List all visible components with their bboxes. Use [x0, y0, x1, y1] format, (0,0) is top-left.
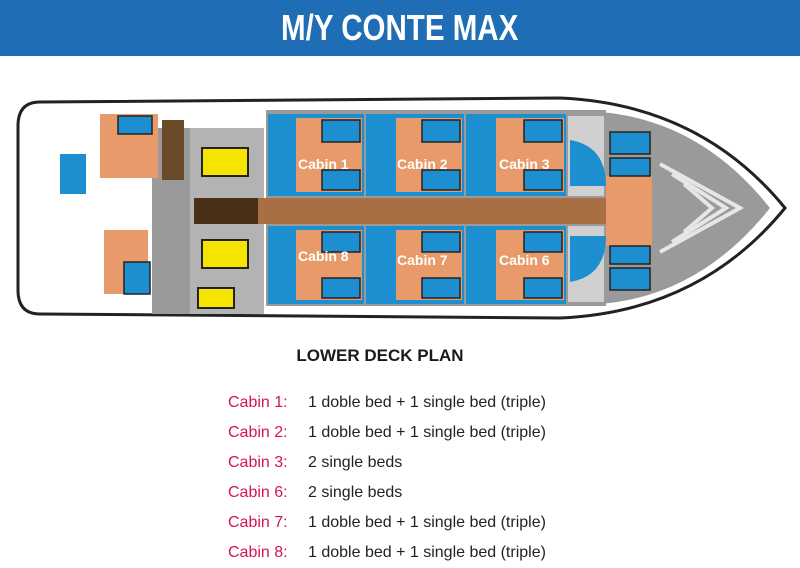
cabin-label-3: Cabin 3: [499, 156, 550, 172]
forward-bed-bottom: [609, 267, 651, 291]
cabin-label-7: Cabin 7: [397, 252, 448, 268]
bow-chevrons: [659, 162, 745, 254]
forward-bed-top: [609, 131, 651, 155]
legend-cabin-desc: 1 doble bed + 1 single bed (triple): [308, 424, 546, 441]
page-title: M/Y CONTE MAX: [281, 7, 519, 48]
legend-row: Cabin 3: 2 single beds: [228, 448, 546, 478]
legend-cabin-desc: 2 single beds: [308, 484, 403, 501]
cabin-label-6: Cabin 6: [499, 252, 550, 268]
cabins-top: [268, 114, 604, 196]
cabin-label-8: Cabin 8: [298, 248, 349, 264]
legend-row: Cabin 8: 1 doble bed + 1 single bed (tri…: [228, 538, 546, 568]
legend-cabin-desc: 2 single beds: [308, 454, 403, 471]
forward-bed-low: [609, 245, 651, 265]
hatch-1: [201, 147, 249, 177]
legend-cabin-name: Cabin 3:: [228, 454, 288, 471]
forward-bath-bottom: [570, 236, 606, 282]
legend-cabin-name: Cabin 8:: [228, 544, 288, 561]
legend-cabin-name: Cabin 1:: [228, 394, 288, 411]
cabin-label-1: Cabin 1: [298, 156, 349, 172]
legend-cabin-name: Cabin 2:: [228, 424, 288, 441]
legend-cabin-name: Cabin 7:: [228, 514, 288, 531]
legend-cabin-desc: 1 doble bed + 1 single bed (triple): [308, 544, 546, 561]
hatch-3: [197, 287, 235, 309]
cabin-label-2: Cabin 2: [397, 156, 448, 172]
corridor-dark: [194, 198, 258, 224]
legend-cabin-desc: 1 doble bed + 1 single bed (triple): [308, 514, 546, 531]
forward-bed-mid: [609, 157, 651, 177]
hatch-2: [201, 239, 249, 269]
legend-cabin-name: Cabin 6:: [228, 484, 288, 501]
cabin-legend: Cabin 1: 1 doble bed + 1 single bed (tri…: [228, 388, 546, 568]
crew-bed-top: [117, 115, 153, 135]
deck-plan-drawing: Cabin 1 Cabin 2 Cabin 3 Cabin 8 Cabin 7 …: [16, 96, 787, 320]
legend-row: Cabin 1: 1 doble bed + 1 single bed (tri…: [228, 388, 546, 418]
legend-row: Cabin 7: 1 doble bed + 1 single bed (tri…: [228, 508, 546, 538]
section-title: LOWER DECK PLAN: [296, 346, 464, 365]
deck-plan: Cabin 1 Cabin 2 Cabin 3 Cabin 8 Cabin 7 …: [0, 90, 800, 330]
cabins-bottom: [268, 226, 604, 304]
crew-bed-bottom: [123, 261, 151, 295]
crew-wc: [60, 154, 86, 194]
stair: [162, 120, 184, 180]
forward-cabin: [606, 176, 652, 246]
central-corridor: [258, 198, 618, 224]
legend-row: Cabin 6: 2 single beds: [228, 478, 546, 508]
legend-row: Cabin 2: 1 doble bed + 1 single bed (tri…: [228, 418, 546, 448]
forward-bath-top: [570, 140, 606, 186]
title-banner: M/Y CONTE MAX: [0, 0, 800, 56]
legend-cabin-desc: 1 doble bed + 1 single bed (triple): [308, 394, 546, 411]
